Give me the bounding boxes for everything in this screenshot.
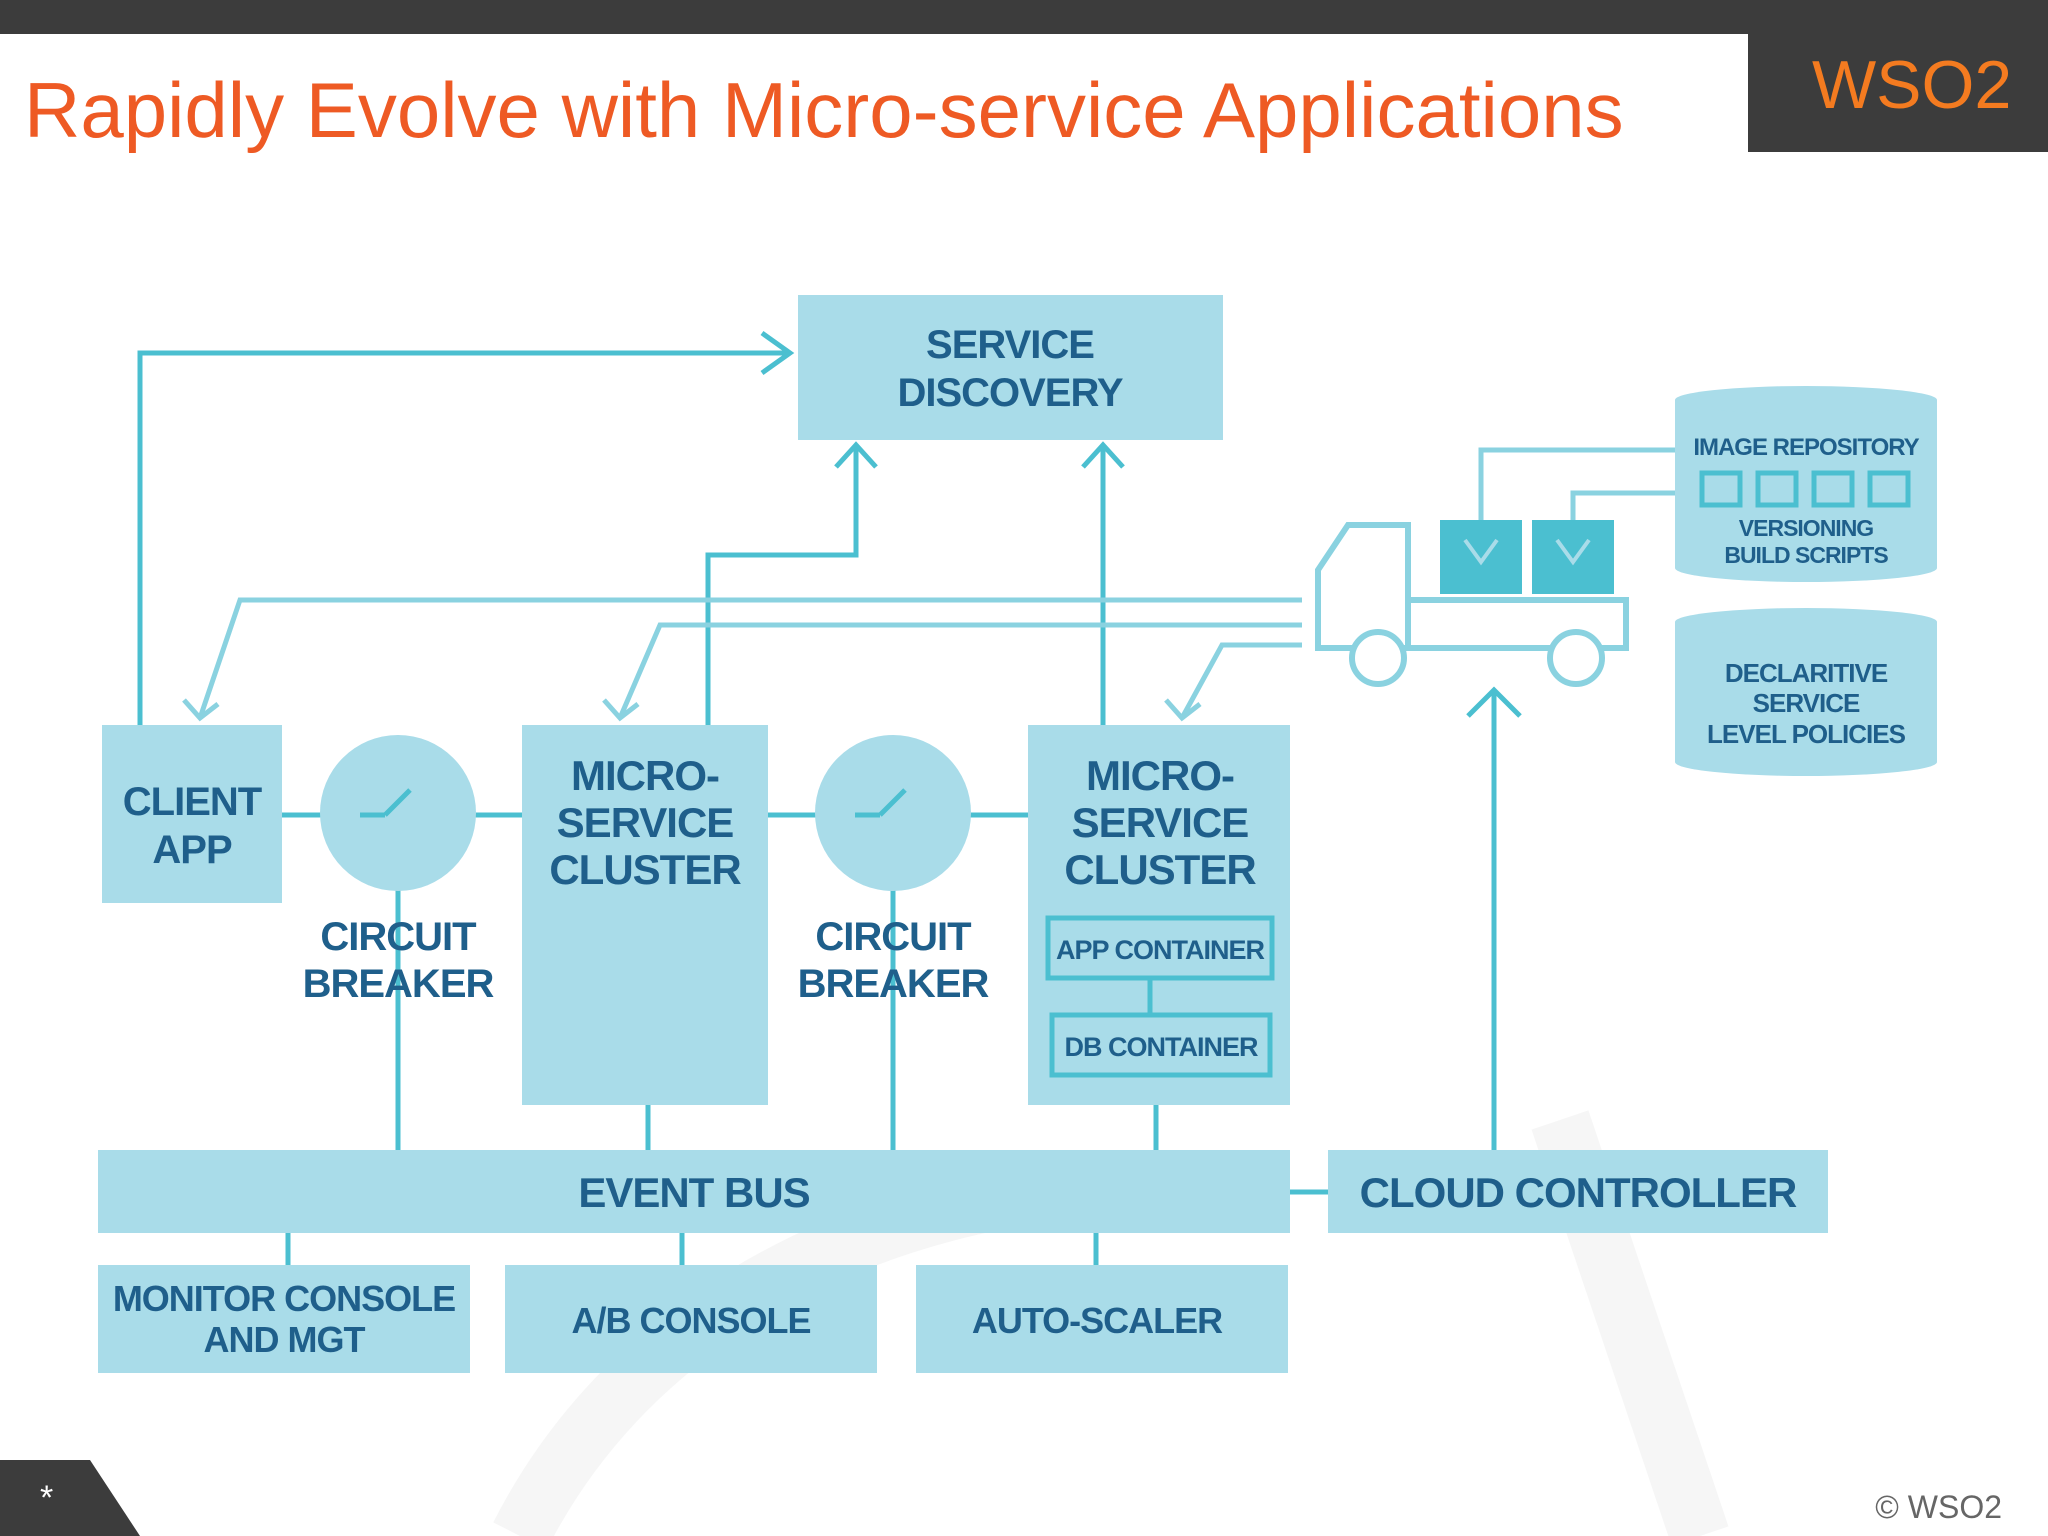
cargo-box-2 — [1532, 520, 1614, 594]
truck-to-cluster2-line — [1179, 642, 1302, 720]
footer-slide-marker: * — [40, 1479, 54, 1517]
cluster-2-line-2: SERVICE — [1072, 799, 1249, 846]
client-to-discovery-arrowhead — [760, 330, 795, 376]
client-to-discovery-line — [137, 350, 790, 725]
truck-wheel-front — [1349, 629, 1407, 687]
service-discovery-line-2: DISCOVERY — [897, 371, 1123, 415]
cargo-box-1 — [1440, 520, 1522, 594]
image-slot-1 — [1699, 470, 1743, 508]
circuit-breaker-1-line-2: BREAKER — [303, 962, 495, 1006]
deployment-truck — [1315, 520, 1629, 687]
db-container-label: DB CONTAINER — [1065, 1032, 1258, 1062]
cloud-to-truck-arrowhead — [1466, 686, 1522, 718]
auto-scaler-label: AUTO-SCALER — [972, 1300, 1223, 1341]
client-app-line-1: CLIENT — [123, 780, 262, 824]
cluster-1-line-2: SERVICE — [557, 799, 734, 846]
truck-to-cluster1-line — [617, 622, 1302, 719]
truck-to-cluster1-arrowhead — [602, 698, 640, 722]
top-bar — [0, 0, 2048, 34]
footer-tab — [0, 1460, 140, 1536]
db-container-box — [1049, 1012, 1273, 1078]
client-app-node: CLIENT APP — [102, 725, 282, 903]
image-repository-line-1: VERSIONING — [1739, 515, 1874, 541]
circuit-breaker-2-line-1: CIRCUIT — [815, 915, 971, 959]
repo-to-cargo1-line — [1478, 447, 1675, 550]
microservice-cluster-node-1: MICRO- SERVICE CLUSTER — [522, 725, 768, 1105]
image-repository-title: IMAGE REPOSITORY — [1693, 434, 1919, 461]
footer-copyright: © WSO2 — [1875, 1489, 2002, 1525]
event-bus-node: EVENT BUS — [98, 1150, 1290, 1233]
circuit-breaker-1-line-1: CIRCUIT — [320, 915, 476, 959]
breaker-2-switch — [878, 788, 907, 817]
cluster1-to-discovery-arrowhead — [834, 441, 878, 469]
cloud-controller-node: CLOUD CONTROLLER — [1328, 1150, 1828, 1233]
logo-text: WSO2 — [1812, 47, 2008, 123]
connectors — [137, 330, 1675, 1265]
ab-console-node: A/B CONSOLE — [505, 1265, 877, 1373]
image-repository-line-2: BUILD SCRIPTS — [1724, 542, 1888, 568]
policies-line-1: DECLARITIVE — [1725, 658, 1888, 688]
slide-title: Rapidly Evolve with Micro-service Applic… — [24, 66, 1624, 154]
service-discovery-line-1: SERVICE — [926, 323, 1094, 367]
monitor-console-node: MONITOR CONSOLE AND MGT — [98, 1265, 470, 1373]
circuit-breaker-2-line-2: BREAKER — [798, 962, 990, 1006]
policies-line-3: LEVEL POLICIES — [1707, 719, 1906, 749]
circuit-breaker-node-2: CIRCUIT BREAKER — [798, 735, 991, 1006]
app-container-box — [1045, 915, 1275, 981]
cluster2-to-discovery-arrowhead — [1081, 441, 1125, 469]
policies-line-2: SERVICE — [1753, 688, 1860, 718]
cluster-2-line-3: CLUSTER — [1064, 846, 1256, 893]
service-discovery-node: SERVICE DISCOVERY — [798, 295, 1223, 440]
policies-node: DECLARITIVE SERVICE LEVEL POLICIES — [1675, 608, 1937, 776]
cluster1-to-discovery-line — [705, 445, 859, 725]
cloud-controller-label: CLOUD CONTROLLER — [1360, 1169, 1797, 1216]
cluster-2-line-1: MICRO- — [1086, 752, 1234, 799]
image-slot-4 — [1867, 470, 1911, 508]
auto-scaler-node: AUTO-SCALER — [916, 1265, 1288, 1373]
client-app-line-2: APP — [152, 828, 232, 872]
logo-tab — [1748, 0, 2048, 152]
cluster-1-line-3: CLUSTER — [549, 846, 741, 893]
image-slot-2 — [1755, 470, 1799, 508]
microservice-cluster-node-2: MICRO- SERVICE CLUSTER APP CONTAINER DB … — [1028, 725, 1290, 1105]
monitor-console-line-1: MONITOR CONSOLE — [113, 1278, 455, 1319]
truck-wheel-rear — [1547, 629, 1605, 687]
image-repository-node: IMAGE REPOSITORY VERSIONING BUILD SCRIPT… — [1675, 386, 1937, 582]
circuit-breaker-node-1: CIRCUIT BREAKER — [303, 735, 496, 1006]
truck-to-client-line — [197, 597, 1302, 719]
ab-console-label: A/B CONSOLE — [571, 1300, 810, 1341]
truck-to-cluster2-arrowhead — [1164, 698, 1202, 722]
monitor-console-line-2: AND MGT — [204, 1319, 366, 1360]
app-container-label: APP CONTAINER — [1056, 935, 1265, 965]
image-slot-3 — [1811, 470, 1855, 508]
wso2-logo: WSO2 — [1812, 47, 2008, 123]
cluster-1-line-1: MICRO- — [571, 752, 719, 799]
truck-to-client-arrowhead — [182, 698, 220, 722]
breaker-1-switch — [383, 788, 412, 817]
event-bus-label: EVENT BUS — [578, 1169, 809, 1216]
